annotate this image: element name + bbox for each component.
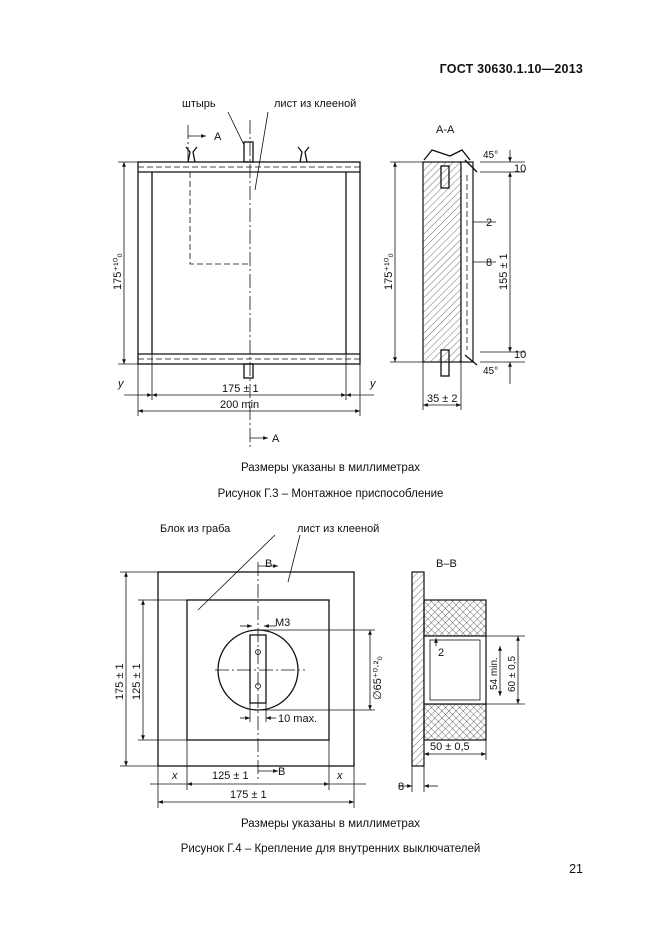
dim-35: 35 ± 2 [427, 393, 458, 405]
fig-g3-front-view: штырь лист из клееной А А 175⁺¹⁰₀ 175 ± … [112, 98, 377, 450]
dim-8: 8 [486, 257, 492, 269]
dim-125-horizontal: 125 ± 1 [212, 770, 249, 782]
section-mark-bottom: А [272, 433, 280, 445]
block-bottom-section [423, 703, 487, 741]
section-mark-b-top: В [265, 558, 272, 570]
dim-60: 60 ± 0,5 [507, 655, 518, 692]
standard-header: ГОСТ 30630.1.10—2013 [439, 62, 583, 76]
label-plywood: лист из клееной [274, 98, 356, 110]
section-mark-b-bottom: В [278, 766, 285, 778]
dim-m3: М3 [275, 617, 290, 629]
fig-g3-note: Размеры указаны в миллиметрах [241, 462, 420, 474]
label-pin: штырь [182, 98, 216, 110]
wing-nut-left [185, 146, 198, 163]
block-top-section [423, 599, 487, 637]
fig-g4-front-view: Блок из граба лист из клееной В М3 175 ±… [114, 523, 384, 808]
dim-155: 155 ± 1 [498, 253, 510, 290]
label-block: Блок из граба [160, 523, 231, 535]
axis-x-left: х [171, 770, 178, 782]
angle-top: 45° [483, 150, 498, 161]
dim-10-top: 10 [514, 163, 526, 175]
page-number: 21 [569, 862, 583, 876]
dim-2: 2 [486, 217, 492, 229]
label-plywood-g4: лист из клееной [297, 523, 379, 535]
dim-width-min: 200 min [220, 399, 259, 411]
section-title-bb: В–В [436, 558, 457, 570]
dim-10-bottom: 10 [514, 349, 526, 361]
dim-diameter: ∅65⁺⁰·²₀ [372, 656, 384, 700]
axis-y-right: у [369, 378, 377, 390]
dim-54: 54 min. [489, 657, 500, 690]
plywood-section [422, 161, 462, 363]
fig-g4-caption: Рисунок Г.4 – Крепление для внутренних в… [180, 843, 481, 855]
dim-125-vertical: 125 ± 1 [131, 663, 143, 700]
dim-175-horizontal: 175 ± 1 [230, 789, 267, 801]
pin [243, 141, 254, 163]
wing-nut-right [297, 146, 310, 163]
section-mark-top: А [214, 131, 222, 143]
fig-g3-section-aa: А-А 45° 10 2 8 155 ± 1 10 45° 175⁺¹⁰₀ 35… [383, 124, 526, 410]
dim-height-section: 175⁺¹⁰₀ [383, 253, 395, 290]
dim-175-vertical: 175 ± 1 [114, 663, 126, 700]
axis-x-right: х [336, 770, 343, 782]
fig-g4-section-bb: В–В 2 54 min. 60 ± 0,5 50 ± 0,5 8 [398, 558, 525, 793]
fig-g4-note: Размеры указаны в миллиметрах [241, 818, 420, 830]
dim-width-inner: 175 ± 1 [222, 383, 259, 395]
plywood-section-bb [411, 571, 425, 767]
wing-nut-section [423, 149, 471, 161]
dim-50: 50 ± 0,5 [430, 741, 470, 753]
dim-10max: 10 max. [278, 713, 317, 725]
plywood-sheet [157, 571, 355, 767]
angle-bottom: 45° [483, 366, 498, 377]
axis-y-left: у [117, 378, 125, 390]
section-title: А-А [436, 124, 455, 136]
fig-g3-caption: Рисунок Г.3 – Монтажное приспособление [217, 488, 444, 500]
dim-height: 175⁺¹⁰₀ [112, 253, 124, 290]
dim-2-bb: 2 [438, 647, 444, 659]
fixture-frame [137, 161, 361, 365]
dim-8-bb: 8 [398, 781, 404, 793]
